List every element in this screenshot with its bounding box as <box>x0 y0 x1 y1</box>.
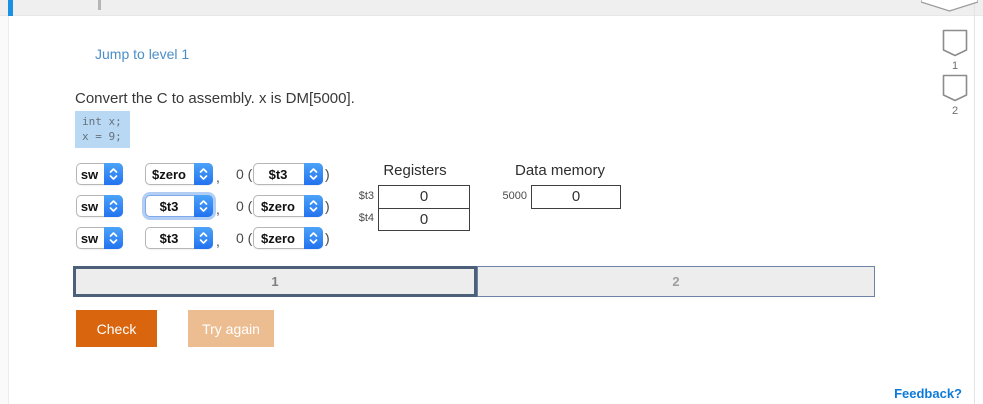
operand2-select[interactable]: $t3 <box>253 163 323 185</box>
check-button[interactable]: Check <box>76 310 157 347</box>
register-label: $t3 <box>358 190 374 202</box>
assembly-row: sw $zero , 0 ( $t3 ) <box>0 163 400 185</box>
operand1-select-value: $t3 <box>159 198 179 214</box>
level-1-badge[interactable]: 1 <box>942 29 968 72</box>
comma-text: , <box>216 233 220 249</box>
comma-text: , <box>216 201 220 217</box>
register-value: 0 <box>419 188 429 205</box>
assembly-row: sw $t3 , 0 ( $zero ) <box>0 195 400 217</box>
try-again-button: Try again <box>188 310 274 347</box>
instruction-text: Convert the C to assembly. x is DM[5000]… <box>75 90 355 107</box>
level-2-badge[interactable]: 2 <box>942 74 968 117</box>
select-chevrons-icon <box>194 163 213 185</box>
panel-right-border <box>974 0 975 404</box>
operand1-select-value: $t3 <box>159 230 179 246</box>
registers-title: Registers <box>383 162 447 179</box>
operand2-select-value: $zero <box>261 230 295 246</box>
top-tick-mark <box>98 0 101 10</box>
select-chevrons-icon <box>194 195 213 217</box>
data-memory-address-label: 5000 <box>502 190 527 202</box>
operand2-select-value: $zero <box>261 198 295 214</box>
operand1-select[interactable]: $t3 <box>145 227 213 249</box>
left-gutter <box>0 0 8 404</box>
opcode-select-value: sw <box>80 230 99 246</box>
shield-icon <box>942 29 968 57</box>
comma-text: , <box>216 169 220 185</box>
shield-icon <box>942 74 968 102</box>
operand1-select-value: $zero <box>152 166 186 182</box>
select-chevrons-icon <box>104 195 123 217</box>
data-memory-table: 0 <box>531 185 621 209</box>
register-label: $t4 <box>358 212 374 224</box>
select-chevrons-icon <box>104 163 123 185</box>
opcode-select[interactable]: sw <box>76 195 123 217</box>
operand1-select-focused[interactable]: $t3 <box>145 195 213 217</box>
data-memory-title: Data memory <box>514 162 606 179</box>
jump-to-level-link[interactable]: Jump to level 1 <box>95 46 190 62</box>
operand2-select[interactable]: $zero <box>253 227 323 249</box>
offset-open-paren-text: 0 ( <box>236 230 253 246</box>
opcode-select-value: sw <box>80 198 99 214</box>
c-code-block: int x; x = 9; <box>75 111 130 148</box>
select-chevrons-icon <box>304 163 323 185</box>
progress-level-2[interactable]: 2 <box>477 266 875 297</box>
offset-open-paren-text: 0 ( <box>236 166 253 182</box>
assembly-row: sw $t3 , 0 ( $zero ) <box>0 227 400 249</box>
close-paren-text: ) <box>325 166 330 182</box>
select-chevrons-icon <box>104 227 123 249</box>
operand2-select[interactable]: $zero <box>253 195 323 217</box>
operand1-select[interactable]: $zero <box>145 163 213 185</box>
level-badge-label: 2 <box>951 105 959 117</box>
top-strip <box>0 0 983 16</box>
opcode-select[interactable]: sw <box>76 227 123 249</box>
register-value: 0 <box>379 208 469 230</box>
level-badge-label: 1 <box>951 60 959 72</box>
registers-table: 0 0 <box>378 185 470 231</box>
data-memory-value: 0 <box>571 188 581 205</box>
select-chevrons-icon <box>304 227 323 249</box>
feedback-link[interactable]: Feedback? <box>894 386 962 401</box>
close-paren-text: ) <box>325 198 330 214</box>
operand2-select-value: $t3 <box>268 166 288 182</box>
select-chevrons-icon <box>304 195 323 217</box>
scroll-indicator-bar <box>8 0 13 16</box>
close-paren-text: ) <box>325 230 330 246</box>
panel-left-border <box>8 16 9 404</box>
select-chevrons-icon <box>194 227 213 249</box>
offset-open-paren-text: 0 ( <box>236 198 253 214</box>
progress-level-1[interactable]: 1 <box>73 266 477 297</box>
level-progress-bar: 1 2 <box>73 266 875 297</box>
activity-hexagon-bottom-icon <box>921 0 978 12</box>
opcode-select[interactable]: sw <box>76 163 123 185</box>
opcode-select-value: sw <box>80 166 99 182</box>
